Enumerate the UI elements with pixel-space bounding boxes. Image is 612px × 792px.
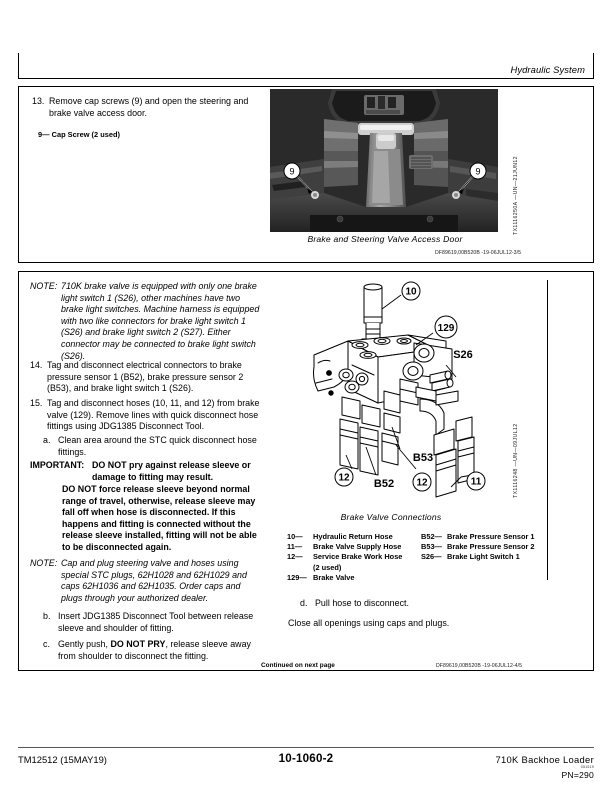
bottom-figure-side-id: TX1116248 —UN—09JUL12 <box>513 423 519 498</box>
important-notice: IMPORTANT: DO NOT pry against release sl… <box>30 460 266 483</box>
svg-text:S26: S26 <box>453 349 473 361</box>
legend-item: S26— Brake Light Switch 1 <box>421 552 561 562</box>
step-13-number: 13. <box>32 96 45 106</box>
svg-text:B53: B53 <box>413 452 433 464</box>
step-15c-prefix: Gently push, <box>58 639 111 649</box>
footer-pn: PN=290 <box>561 770 594 780</box>
content-box-bottom <box>18 271 594 671</box>
legend-item: B53— Brake Pressure Sensor 2 <box>421 542 561 552</box>
legend-item: B52— Brake Pressure Sensor 1 <box>421 532 561 542</box>
footer-tiny-code: 051519 <box>580 765 594 769</box>
svg-text:129: 129 <box>438 323 455 334</box>
footer-divider <box>18 747 594 748</box>
important-text-1: DO NOT pry against release sleeve or dam… <box>92 460 251 482</box>
step-15a-number: a. <box>43 435 51 445</box>
legend-key <box>287 563 313 573</box>
legend-column-2: B52— Brake Pressure Sensor 1 B53— Brake … <box>421 532 561 563</box>
important-text-2: DO NOT force release sleeve beyond norma… <box>62 484 257 552</box>
bottom-figure-id: DF89619,00B520B -19-06JUL12-4/5 <box>436 663 523 669</box>
step-14: 14. Tag and disconnect electrical connec… <box>30 360 266 395</box>
step-15c-number: c. <box>43 639 50 649</box>
legend-key: B53— <box>421 542 442 552</box>
step-15b: b. Insert JDG1385 Disconnect Tool betwee… <box>43 611 269 634</box>
legend-column-1: 10— Hydraulic Return Hose 11— Brake Valv… <box>287 532 417 583</box>
step-15b-text: Insert JDG1385 Disconnect Tool between r… <box>58 611 254 633</box>
legend-value: Brake Pressure Sensor 1 <box>447 532 535 541</box>
legend-value: Brake Valve <box>313 572 355 582</box>
legend-value: Brake Light Switch 1 <box>447 552 520 562</box>
legend-key: 12— <box>287 552 303 562</box>
legend-item: 129— Brake Valve <box>287 573 417 583</box>
legend-item: 12— Service Brake Work Hose <box>287 552 417 562</box>
footer-manual-id: TM12512 (15MAY19) <box>18 754 107 765</box>
step-15c-emphasis: DO NOT PRY <box>110 639 166 649</box>
legend-item: 10— Hydraulic Return Hose <box>287 532 417 542</box>
step-15d: d. Pull hose to disconnect. <box>300 598 530 610</box>
access-door-photo: 9 9 <box>270 89 498 232</box>
legend-key: 10— <box>287 532 303 541</box>
legend-key: S26— <box>421 552 442 562</box>
top-figure-legend: 9— Cap Screw (2 used) <box>38 129 258 141</box>
note-1: NOTE: 710K brake valve is equipped with … <box>30 281 262 362</box>
step-15-text: Tag and disconnect hoses (10, 11, and 12… <box>47 398 260 432</box>
step-15a: a. Clean area around the STC quick disco… <box>43 435 268 458</box>
step-13: 13. Remove cap screws (9) and open the s… <box>32 96 260 119</box>
footer-machine-name: 710K Backhoe Loader <box>495 754 594 765</box>
svg-text:12: 12 <box>416 478 428 489</box>
svg-text:9: 9 <box>475 167 480 177</box>
step-15-number: 15. <box>30 398 43 408</box>
page-header-band: Hydraulic System <box>18 53 594 79</box>
svg-text:10: 10 <box>405 287 417 298</box>
step-15d-number: d. <box>300 598 308 608</box>
note-1-text: 710K brake valve is equipped with only o… <box>61 281 260 361</box>
step-15: 15. Tag and disconnect hoses (10, 11, an… <box>30 398 270 433</box>
legend-value: (2 used) <box>313 562 342 572</box>
legend-value: Brake Pressure Sensor 2 <box>447 542 535 552</box>
column-divider-rule <box>547 280 548 580</box>
top-legend-value: Cap Screw (2 used) <box>51 130 120 139</box>
step-15d-text: Pull hose to disconnect. <box>315 598 409 608</box>
step-15a-text: Clean area around the STC quick disconne… <box>58 435 257 457</box>
step-14-number: 14. <box>30 360 43 370</box>
step-13-text: Remove cap screws (9) and open the steer… <box>49 96 249 118</box>
top-figure-id: DF89619,00B520B -19-06JUL12-3/5 <box>435 250 522 256</box>
step-15c-text: Gently push, DO NOT PRY, release sleeve … <box>58 639 269 662</box>
legend-value: Hydraulic Return Hose <box>313 532 393 541</box>
legend-key: 129— <box>287 572 307 582</box>
important-label: IMPORTANT: <box>30 460 85 470</box>
legend-value: Service Brake Work Hose <box>313 552 403 562</box>
legend-value: Brake Valve Supply Hose <box>313 542 402 552</box>
top-figure-side-id: TX1116250A —UN—21JUN12 <box>513 156 519 235</box>
note-1-label: NOTE: <box>30 281 58 291</box>
page-header-title: Hydraulic System <box>510 64 585 75</box>
step-15c-suffix: , release sleeve away from shoulder to d… <box>58 639 251 661</box>
top-figure-caption: Brake and Steering Valve Access Door <box>307 234 463 244</box>
svg-text:9: 9 <box>289 167 294 177</box>
svg-text:11: 11 <box>471 477 482 488</box>
note-2: NOTE: Cap and plug steering valve and ho… <box>30 558 264 604</box>
bottom-figure-caption: Brake Valve Connections <box>340 512 442 522</box>
step-15c: c. Gently push, DO NOT PRY, release slee… <box>43 639 269 662</box>
legend-key: 11— <box>287 542 303 552</box>
top-legend-key: 9— <box>38 130 50 139</box>
svg-text:B52: B52 <box>374 478 394 490</box>
footer-page-number: 10-1060-2 <box>278 752 334 765</box>
step-14-text: Tag and disconnect electrical connectors… <box>47 360 244 394</box>
continued-on-next-page: Continued on next page <box>261 662 335 669</box>
legend-item: 11— Brake Valve Supply Hose <box>287 542 417 552</box>
svg-text:12: 12 <box>338 473 350 484</box>
legend-key: B52— <box>421 532 442 541</box>
brake-valve-drawing: 10 129 S26 B53 B52 12 12 11 <box>296 279 526 511</box>
note-2-text: Cap and plug steering valve and hoses us… <box>61 558 247 603</box>
closing-line: Close all openings using caps and plugs. <box>288 618 450 628</box>
step-15b-number: b. <box>43 611 51 621</box>
legend-item-cont: (2 used) <box>287 563 417 573</box>
note-2-label: NOTE: <box>30 558 58 568</box>
